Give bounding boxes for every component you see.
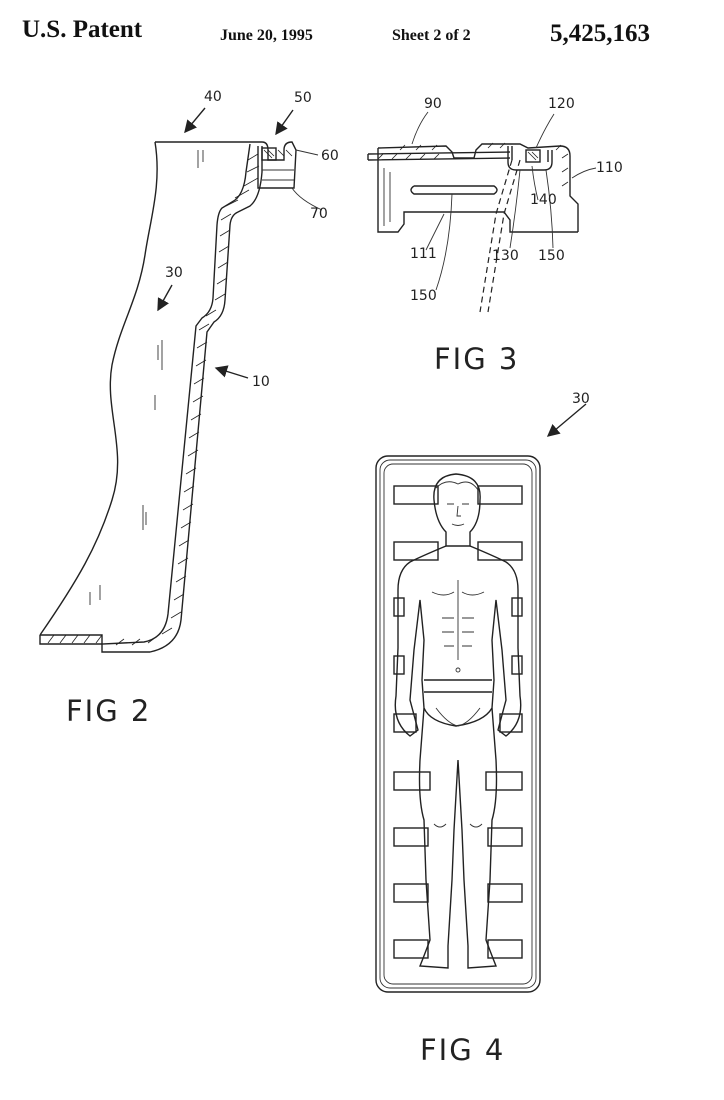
fig3-leader-90: [411, 111, 429, 145]
fig3-bead-channel: [507, 146, 553, 171]
fig2-arrow-50: [275, 109, 294, 136]
fig2-outer-wall: [101, 143, 263, 653]
fig3-leader-120: [535, 113, 555, 149]
patent-header-date: June 20, 1995: [220, 27, 313, 44]
fig3-ref-140: 140: [530, 192, 557, 208]
fig3-slot: [410, 185, 498, 195]
fig2-ref-40: 40: [204, 89, 222, 105]
fig4-human-figure: [394, 473, 522, 969]
fig2-arrow-10: [214, 365, 249, 379]
patent-header-title: U.S. Patent: [22, 16, 143, 43]
fig2-rim-lip: [250, 141, 297, 189]
fig2-ref-60: 60: [321, 148, 339, 164]
fig3-leader-150b: [545, 169, 554, 249]
fig3-drawing: 90 120 110 140 111 130 150 150 FIG 3: [367, 96, 623, 376]
fig4-drawing: 30: [375, 391, 590, 1067]
fig2-ref-30: 30: [165, 265, 183, 281]
fig2-ref-70: 70: [310, 206, 328, 222]
fig3-ref-150b: 150: [538, 248, 565, 264]
fig3-dashed-tube: [479, 159, 521, 313]
fig2-arrow-30: [157, 284, 173, 312]
fig2-left-edge: [39, 141, 158, 636]
fig3-ref-110: 110: [596, 160, 623, 176]
fig3-caption: FIG 3: [434, 342, 519, 376]
patent-header-number: 5,425,163: [550, 20, 650, 47]
fig3-ref-130: 130: [492, 248, 519, 264]
fig3-leader-130: [509, 169, 521, 249]
fig4-ref-30: 30: [572, 391, 590, 407]
fig3-ref-111: 111: [410, 246, 437, 262]
fig4-arrow-30: [546, 403, 587, 437]
fig3-leader-150a: [435, 193, 453, 291]
fig3-tray-body: [377, 143, 579, 233]
fig3-leader-140: [531, 165, 539, 201]
fig2-leader-70: [291, 187, 323, 211]
fig2-shading: [89, 150, 204, 605]
fig2-ref-10: 10: [252, 374, 270, 390]
fig2-arrow-40: [184, 107, 206, 134]
fig4-slats: [393, 485, 523, 959]
patent-header-sheet: Sheet 2 of 2: [392, 27, 471, 44]
fig2-bottom-flange: [39, 634, 103, 645]
fig4-tray-rim: [379, 459, 537, 989]
fig4-tray-inner: [383, 463, 533, 985]
fig4-caption: FIG 4: [420, 1033, 505, 1067]
fig3-leader-110: [571, 167, 597, 179]
fig3-flange: [367, 151, 511, 161]
fig3-ref-120: 120: [548, 96, 575, 112]
fig2-leader-60: [295, 149, 319, 156]
fig3-ref-90: 90: [424, 96, 442, 112]
fig3-leader-111: [425, 213, 445, 251]
fig2-ref-50: 50: [294, 90, 312, 106]
fig2-wall-hatching: [115, 153, 260, 646]
fig2-drawing: 40 50 60 70 30 10 FIG 2: [39, 89, 339, 728]
fig3-ref-150a: 150: [410, 288, 437, 304]
fig2-caption: FIG 2: [66, 694, 151, 728]
fig4-tray-outer: [375, 455, 541, 993]
